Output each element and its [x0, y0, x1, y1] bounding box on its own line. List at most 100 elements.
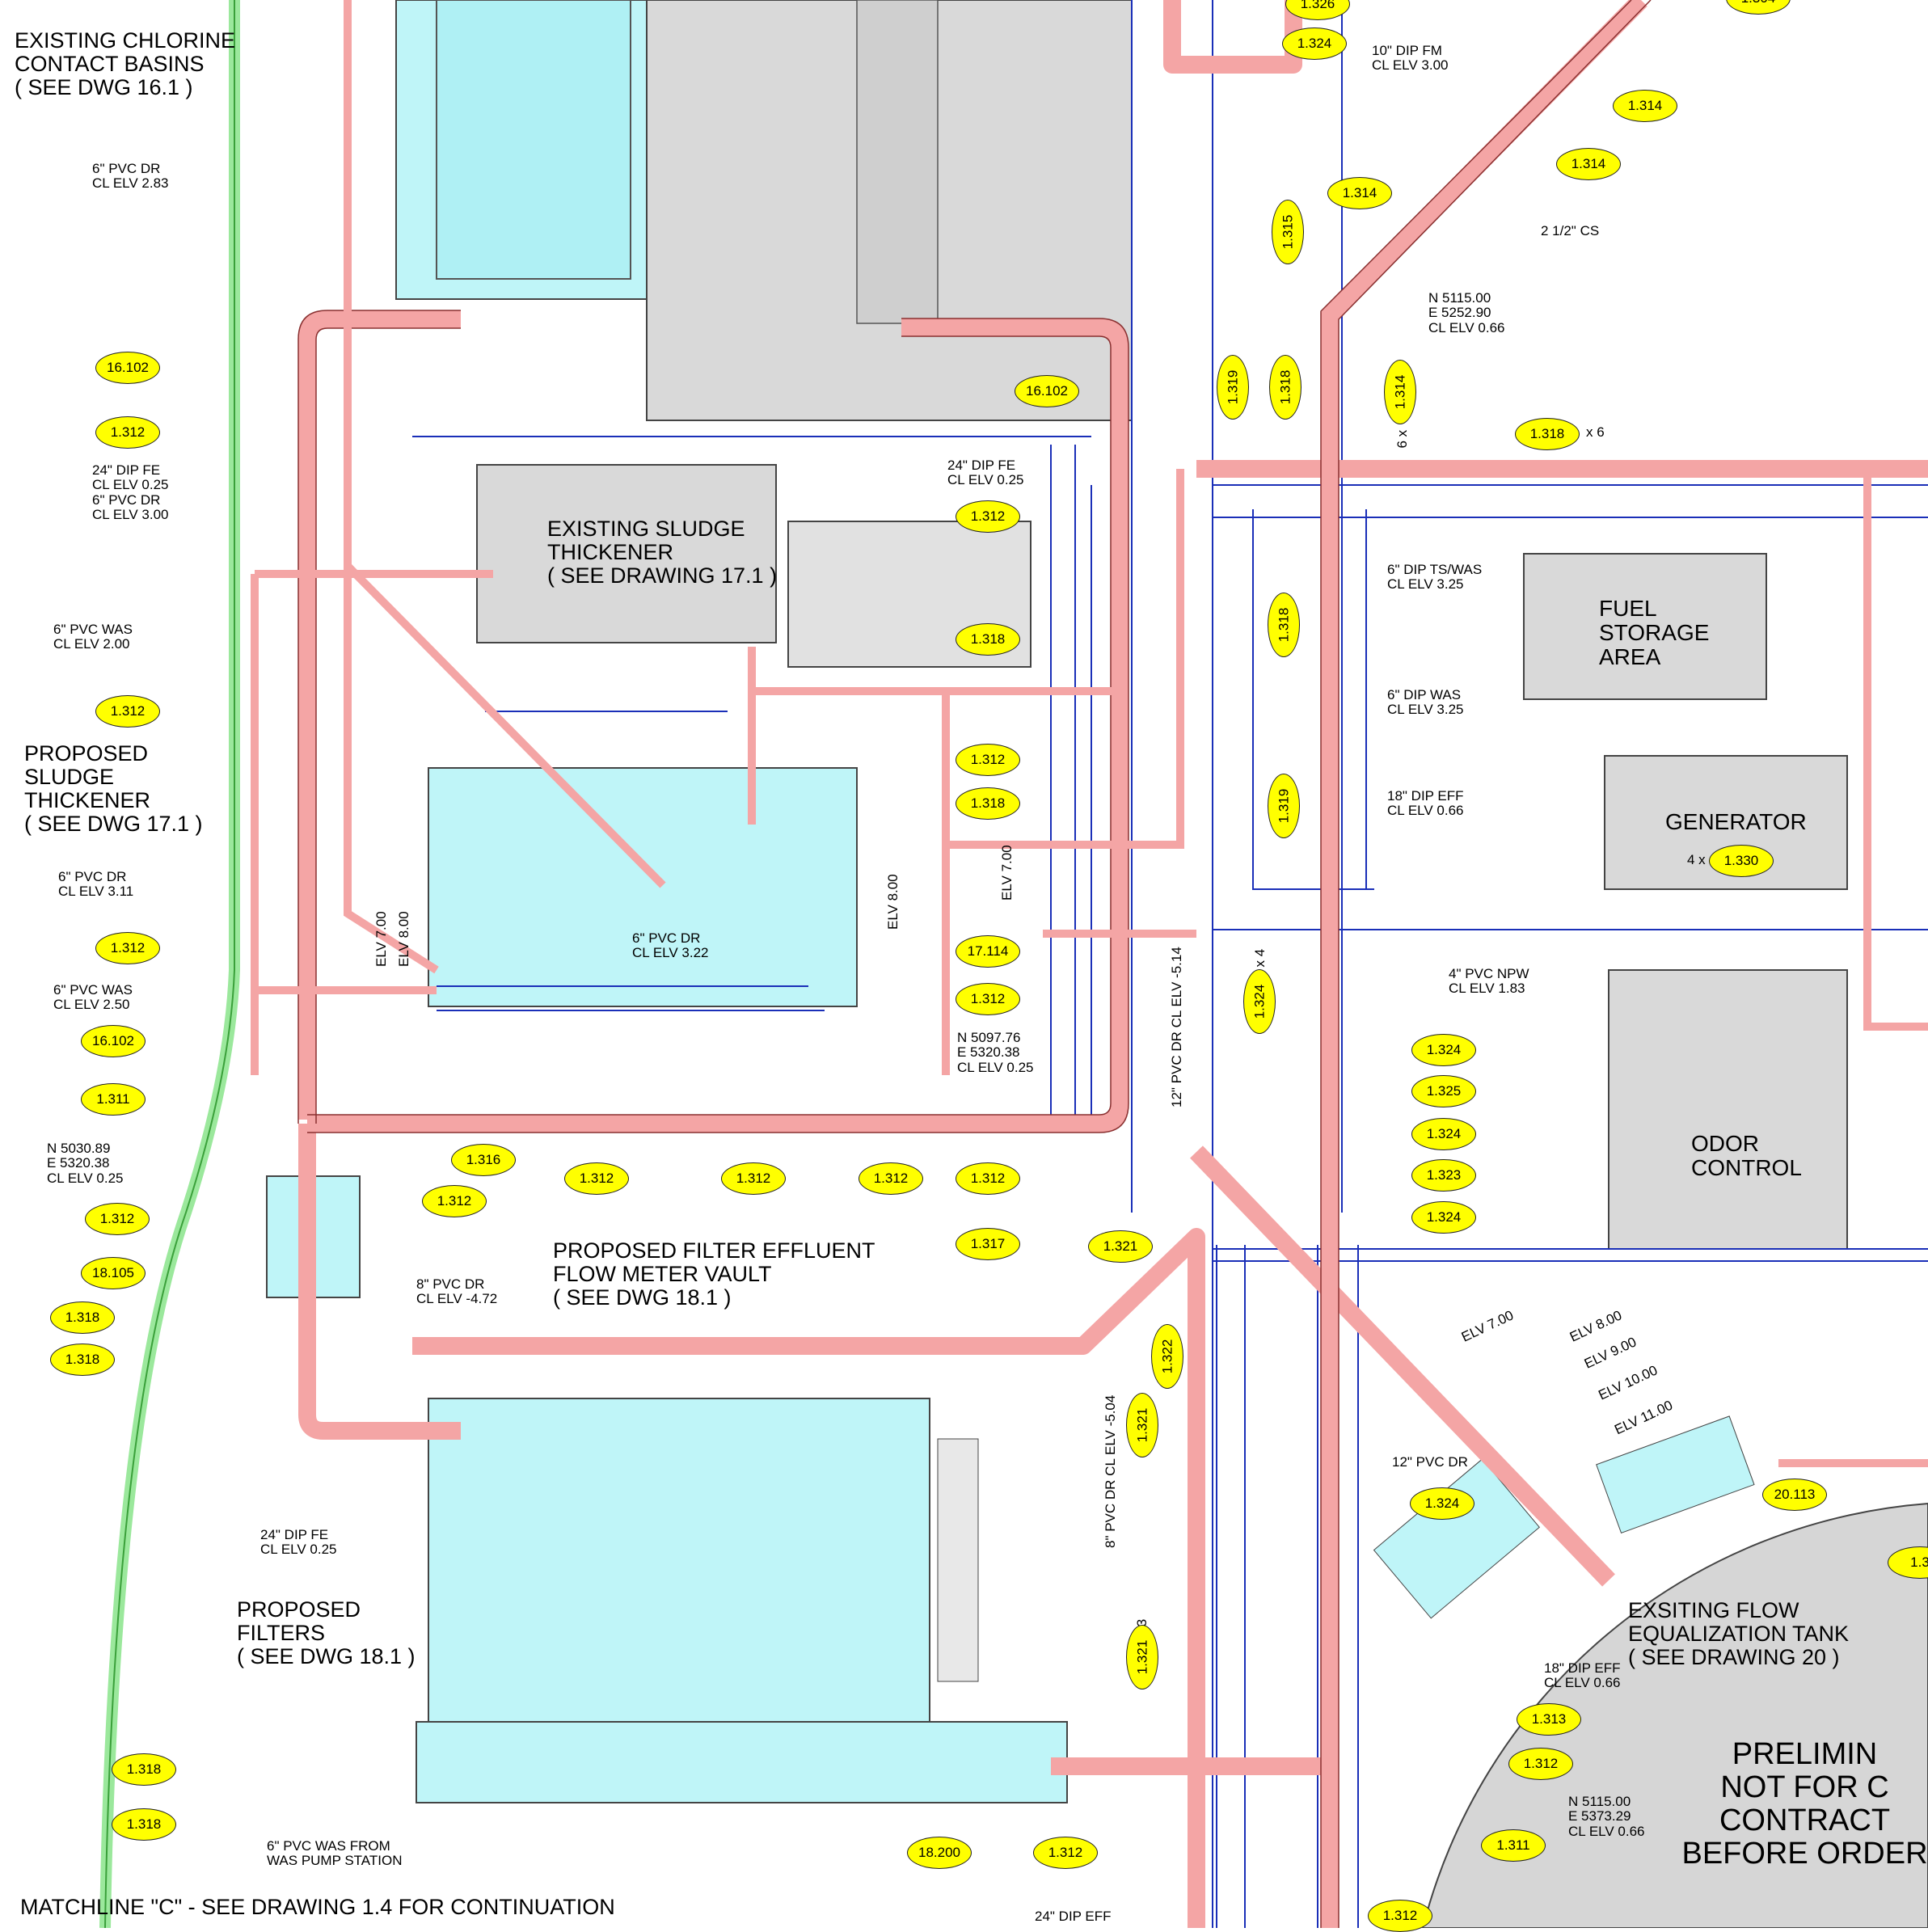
note: x 6	[1586, 424, 1605, 440]
vertical-note: 8" PVC DR CL ELV -5.04	[1103, 1394, 1118, 1548]
callout-tag: 1.314	[1327, 177, 1392, 209]
callout-tag: 20.113	[1762, 1479, 1827, 1511]
note: 6" PVC WAS FROM WAS PUMP STATION	[267, 1838, 403, 1869]
note: 2 1/2" CS	[1541, 223, 1600, 238]
note: 24" DIP EFF	[1035, 1909, 1112, 1924]
callout-tag: 1.312	[95, 932, 160, 964]
callout-tag-vertical: 1.314	[1384, 360, 1416, 424]
note: 12" PVC DR	[1392, 1454, 1468, 1470]
callout-tag: 1.312	[1033, 1837, 1098, 1869]
note: 6" PVC WAS CL ELV 2.50	[53, 982, 133, 1013]
callout-tag: 1.318	[112, 1753, 176, 1786]
callout-tag: 1.312	[95, 695, 160, 728]
proposed-sludge-thickener	[428, 767, 858, 1007]
callout-tag: 1.312	[95, 416, 160, 449]
odor-control	[1608, 969, 1848, 1250]
note: 24" DIP FE CL ELV 0.25	[947, 458, 1024, 488]
note: 6" DIP TS/WAS CL ELV 3.25	[1387, 562, 1483, 593]
proposed-filters-label: PROPOSED FILTERS ( SEE DWG 18.1 )	[237, 1597, 416, 1669]
callout-tag: 1.330	[1709, 845, 1774, 877]
note: 4 x	[1687, 852, 1706, 867]
callout-tag-vertical: 1.315	[1272, 200, 1304, 264]
callout-tag-vertical: 1.324	[1243, 969, 1276, 1034]
callout-tag: 1.318	[1515, 418, 1580, 450]
callout-tag: 18.105	[81, 1257, 146, 1289]
callout-tag: 1.312	[422, 1185, 487, 1217]
note: N 5097.76 E 5320.38 CL ELV 0.25	[957, 1030, 1034, 1075]
callout-tag: 1.311	[81, 1083, 146, 1116]
callout-tag: 1.312	[85, 1203, 150, 1235]
vertical-note: 12" PVC DR CL ELV -5.14	[1169, 947, 1184, 1107]
thin-pink-piping	[251, 0, 1928, 1467]
callout-tag: 1.312	[564, 1162, 629, 1195]
callout-tag: 1.321	[1088, 1230, 1153, 1263]
matchline-label: MATCHLINE "C" - SEE DRAWING 1.4 FOR CONT…	[20, 1895, 615, 1919]
callout-tag: 1.323	[1411, 1159, 1476, 1192]
callout-tag: 18.200	[907, 1837, 972, 1869]
note: 24" DIP FE CL ELV 0.25 6" PVC DR CL ELV …	[92, 462, 169, 523]
vertical-note: ELV 7.00	[373, 911, 389, 967]
note: 10" DIP FM CL ELV 3.00	[1372, 43, 1449, 74]
callout-tag: 1.314	[1556, 148, 1621, 180]
vertical-note: ELV 7.00	[999, 845, 1015, 901]
note: 6 x	[1394, 429, 1411, 449]
callout-tag-vertical: 1.321	[1126, 1625, 1158, 1689]
eq-tank-label: EXSITING FLOW EQUALIZATION TANK ( SEE DR…	[1628, 1598, 1850, 1670]
note: N 5030.89 E 5320.38 CL ELV 0.25	[47, 1141, 124, 1186]
callout-tag: 16.102	[81, 1025, 146, 1057]
proposed-sludge-thickener-label: PROPOSED SLUDGE THICKENER ( SEE DWG 17.1…	[24, 741, 203, 837]
callout-tag: 1.316	[451, 1144, 516, 1176]
flow-meter-vault-label: PROPOSED FILTER EFFLUENT FLOW METER VAUL…	[553, 1238, 875, 1310]
chlorine-basins-label: EXISTING CHLORINE CONTACT BASINS ( SEE D…	[15, 28, 236, 100]
callout-tag: 1.318	[50, 1344, 115, 1376]
main-pink-piping	[298, 0, 1928, 1928]
callout-tag-vertical: 1.319	[1268, 774, 1300, 838]
callout-tag: 1.318	[112, 1808, 176, 1841]
structures	[266, 0, 1928, 1928]
callout-tag: 1.312	[721, 1162, 786, 1195]
callout-tag: 17.114	[956, 935, 1020, 968]
callout-tag: 1.312	[859, 1162, 923, 1195]
callout-tag-vertical: 1.319	[1217, 355, 1249, 420]
note: 18" DIP EFF CL ELV 0.66	[1544, 1660, 1621, 1691]
callout-tag: 1.318	[50, 1301, 115, 1334]
callout-tag: 1.312	[956, 983, 1020, 1015]
note: 6" DIP WAS CL ELV 3.25	[1387, 687, 1464, 718]
pipe-outlines	[297, 0, 1652, 1928]
note: x 4	[1252, 948, 1268, 968]
note: N 5115.00 E 5373.29 CL ELV 0.66	[1568, 1794, 1645, 1839]
note: 4" PVC NPW CL ELV 1.83	[1449, 966, 1529, 997]
note: 24" DIP FE CL ELV 0.25	[260, 1527, 337, 1558]
callout-tag: 1.312	[956, 500, 1020, 533]
callout-tag: 16.102	[1015, 375, 1079, 407]
callout-tag: 16.102	[95, 352, 160, 384]
existing-sludge-thickener-label: EXISTING SLUDGE THICKENER ( SEE DRAWING …	[547, 517, 778, 588]
vertical-note: ELV 8.00	[396, 911, 411, 967]
callout-tag: 1.325	[1411, 1075, 1476, 1107]
existing-sludge-thickener	[476, 464, 777, 643]
callout-tag: 1.318	[956, 787, 1020, 820]
note: 8" PVC DR CL ELV -4.72	[416, 1276, 498, 1307]
callout-tag: 1.312	[1368, 1900, 1432, 1932]
vertical-note: ELV 8.00	[885, 874, 901, 930]
callout-tag: 1.311	[1481, 1829, 1546, 1862]
preliminary-stamp: PRELIMIN NOT FOR C CONTRACT BEFORE ORDER	[1681, 1737, 1928, 1871]
note: 18" DIP EFF CL ELV 0.66	[1387, 788, 1464, 819]
callout-tag-vertical: 1.321	[1126, 1393, 1158, 1457]
equalization-tank	[1421, 1502, 1928, 1928]
callout-tag-vertical: 1.318	[1268, 593, 1300, 657]
callout-tag: 1.312	[956, 744, 1020, 776]
callout-tag: 1.314	[1613, 90, 1677, 122]
callout-tag: 1.317	[956, 1228, 1020, 1260]
odor-control-label: ODOR CONTROL	[1691, 1131, 1802, 1181]
callout-tag: 1.318	[956, 623, 1020, 656]
callout-tag: 1.324	[1282, 27, 1347, 60]
fuel-storage-label: FUEL STORAGE AREA	[1599, 596, 1710, 670]
callout-tag: 1.324	[1411, 1201, 1476, 1234]
callout-tag: 1.324	[1410, 1487, 1474, 1520]
generator-label: GENERATOR	[1665, 809, 1807, 834]
fuel-storage-area	[1523, 553, 1767, 700]
callout-tag: 1.324	[1411, 1118, 1476, 1150]
note: 6" PVC DR CL ELV 3.11	[58, 869, 134, 900]
